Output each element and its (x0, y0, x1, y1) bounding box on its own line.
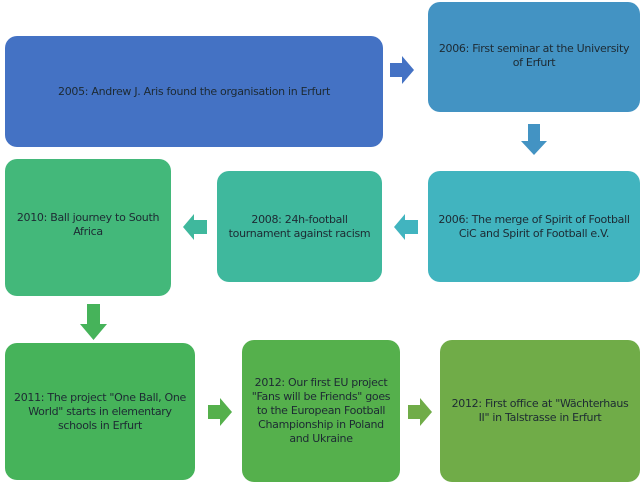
arrow-left-icon (394, 214, 418, 240)
step-text: 2006: First seminar at the University of… (438, 42, 630, 69)
step-text: 2012: First office at "Wächterhaus II" i… (451, 397, 629, 424)
step-text: 2010: Ball journey to South Africa (16, 211, 160, 238)
arrow-right-icon (390, 56, 414, 84)
step-text: 2005: Andrew J. Aris found the organisat… (58, 84, 330, 98)
step-2010-ball-journey: 2010: Ball journey to South Africa (5, 159, 171, 296)
step-2005-founding: 2005: Andrew J. Aris found the organisat… (5, 36, 383, 147)
step-2008-tournament: 2008: 24h-football tournament against ra… (217, 171, 382, 282)
step-text: 2011: The project "One Ball, One World" … (14, 390, 186, 432)
arrow-right-icon (408, 398, 432, 426)
step-2006-merge: 2006: The merge of Spirit of Football Ci… (428, 171, 640, 282)
arrow-right-icon (208, 398, 232, 426)
step-text: 2012: Our first EU project "Fans will be… (251, 376, 391, 445)
arrow-down-icon (521, 124, 547, 155)
step-2012-eu-project: 2012: Our first EU project "Fans will be… (242, 340, 400, 482)
step-text: 2006: The merge of Spirit of Football Ci… (438, 212, 630, 240)
arrow-down-icon (80, 304, 107, 340)
step-2011-one-ball: 2011: The project "One Ball, One World" … (5, 343, 195, 480)
arrow-left-icon (183, 214, 207, 240)
step-2012-first-office: 2012: First office at "Wächterhaus II" i… (440, 340, 640, 482)
step-text: 2008: 24h-football tournament against ra… (228, 212, 371, 240)
step-2006-seminar: 2006: First seminar at the University of… (428, 2, 640, 112)
